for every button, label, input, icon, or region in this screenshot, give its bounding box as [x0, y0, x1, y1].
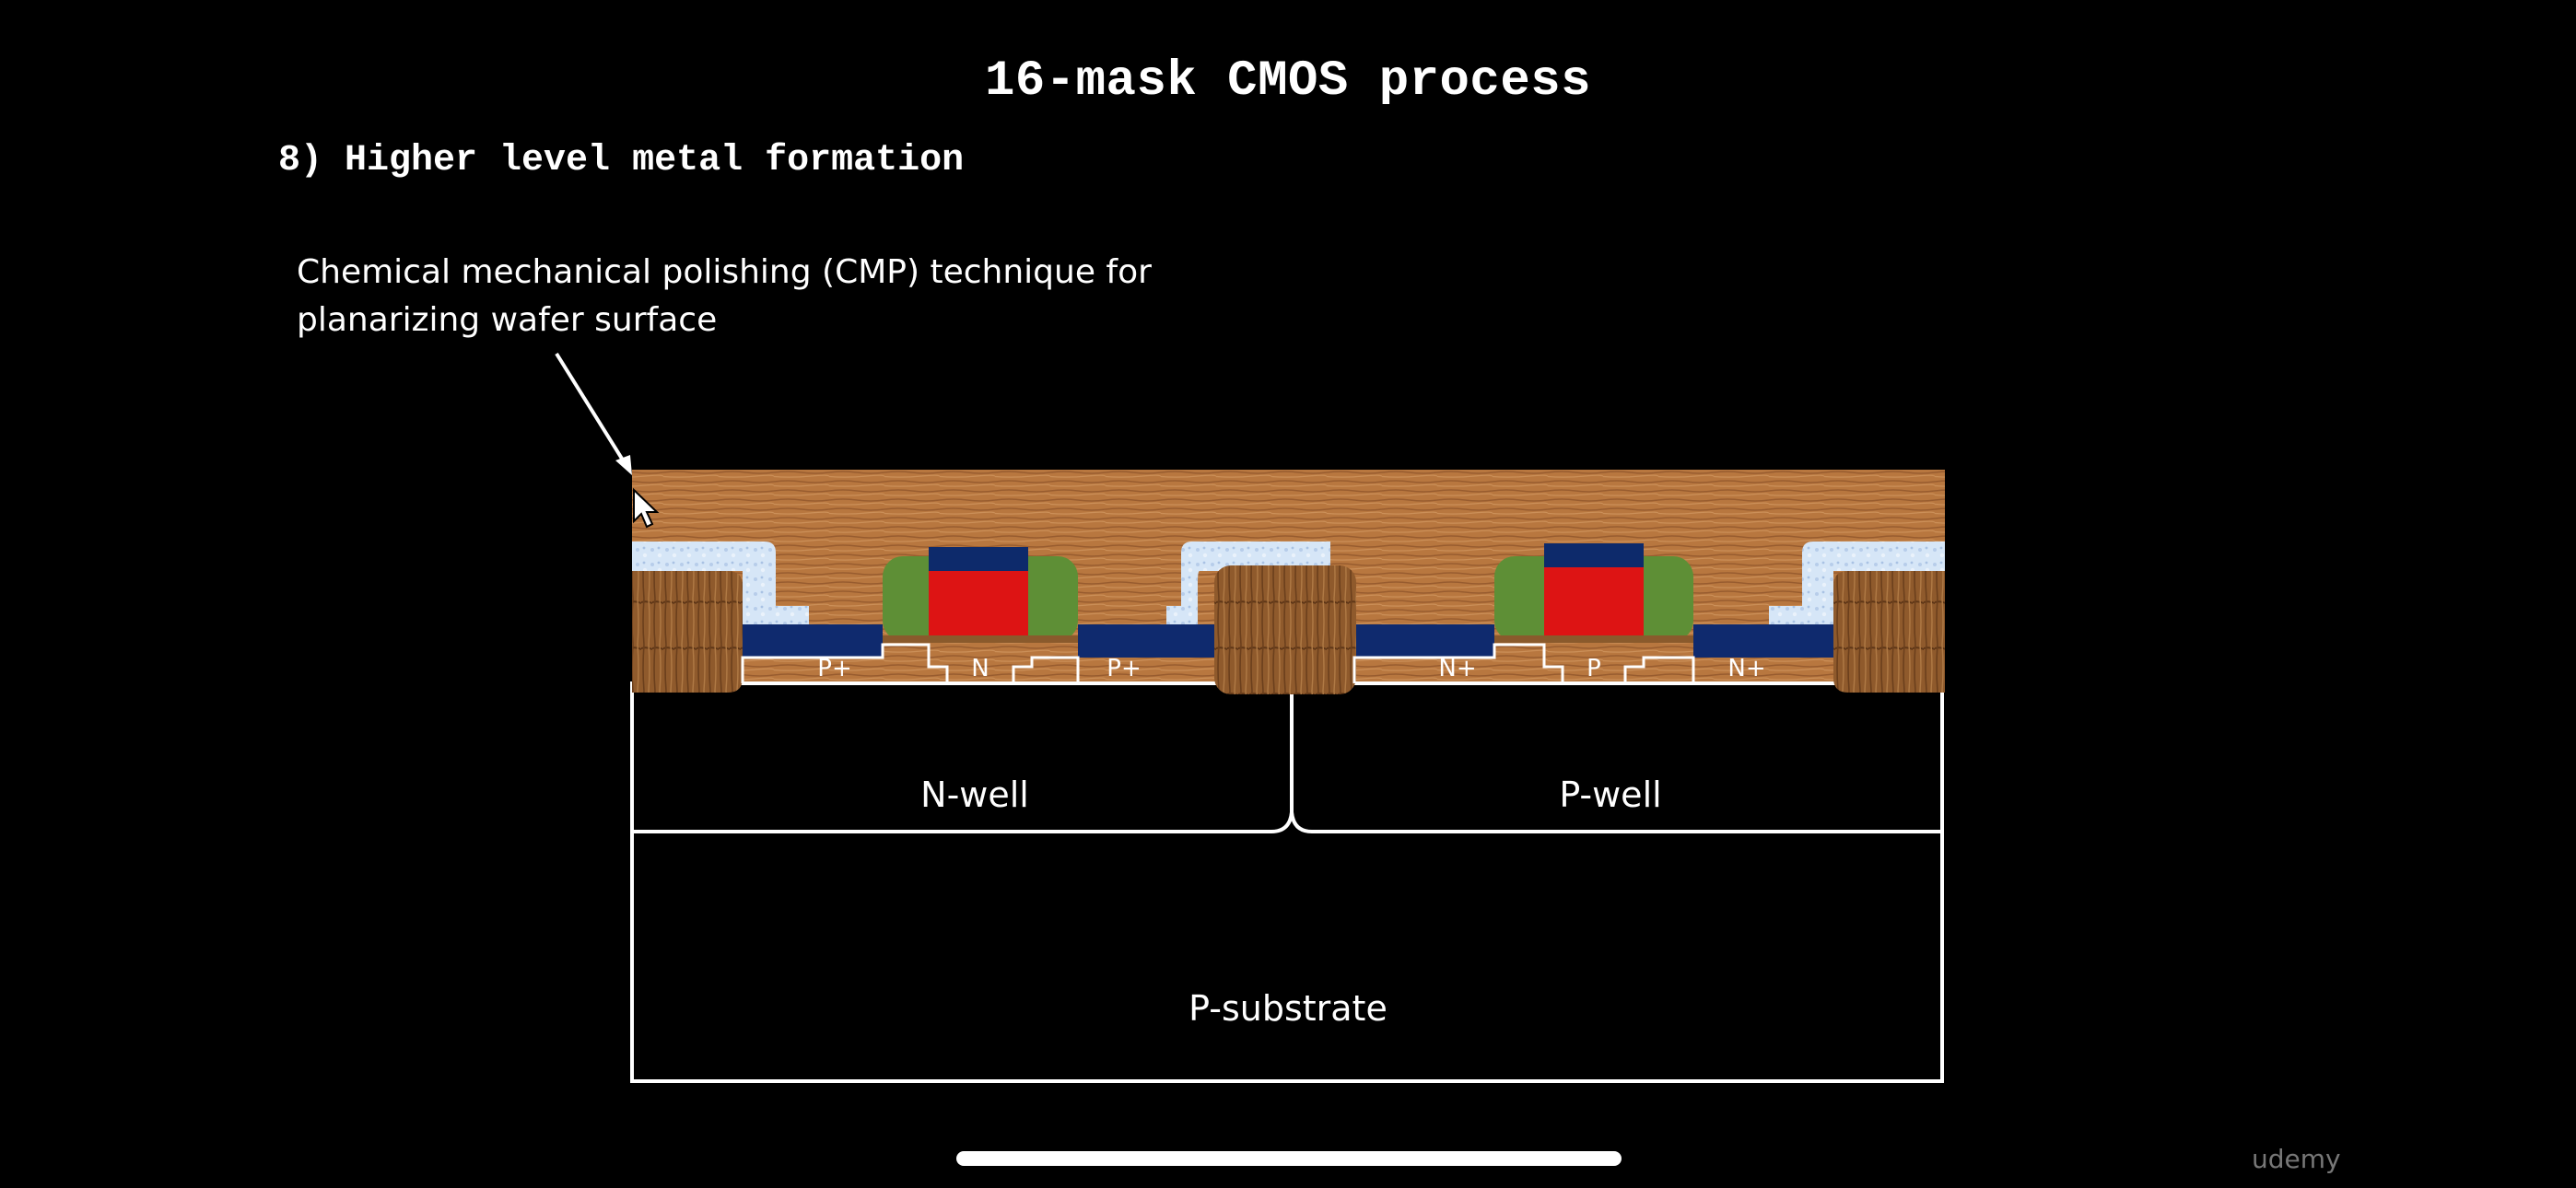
- metal-contact-right: [1769, 542, 1945, 624]
- annotation-line-1: Chemical mechanical polishing (CMP) tech…: [297, 253, 1152, 291]
- pmos-source-junction: [741, 643, 949, 683]
- junction-outlines: [741, 643, 1695, 683]
- annotation-line-2: planarizing wafer surface: [297, 301, 718, 339]
- mouse-cursor-icon: [633, 487, 660, 529]
- step-title: 8) Higher level metal formation: [278, 140, 965, 181]
- nmos-drain-contact: [1693, 624, 1835, 658]
- pmos-gate-oxide: [883, 635, 1078, 643]
- nmos-gate-oxide: [1494, 635, 1693, 643]
- p-well-label: P-well: [1559, 775, 1661, 815]
- cmp-annotation: Chemical mechanical polishing (CMP) tech…: [297, 249, 1218, 344]
- field-oxide-left: [632, 571, 743, 693]
- pmos-drain-junction: [1012, 656, 1080, 683]
- pmos-source-contact: [743, 624, 883, 658]
- first-metal-layer: [632, 542, 1945, 624]
- metal-contact-left: [632, 542, 809, 624]
- nmos-source-junction: [1352, 643, 1564, 683]
- home-indicator-bar[interactable]: [956, 1151, 1622, 1166]
- udemy-watermark: udemy: [2252, 1144, 2341, 1174]
- pmos-channel-label: N: [971, 655, 989, 682]
- diffusion-contacts: [743, 624, 1835, 658]
- field-oxide-right: [1833, 571, 1945, 693]
- field-oxide: [632, 565, 1945, 694]
- nmos-channel-label: P: [1587, 655, 1601, 682]
- nmos-gate-cap: [1544, 543, 1644, 571]
- slide-title: 16-mask CMOS process: [984, 53, 1592, 110]
- pmos-source-label: P+: [817, 655, 851, 682]
- pmos-drain-label: P+: [1107, 655, 1141, 682]
- nmos-source-contact: [1354, 624, 1494, 658]
- nmos-gate-stack: [1494, 543, 1693, 643]
- nmos-drain-label: N+: [1727, 655, 1765, 682]
- nmos-source-label: N+: [1438, 655, 1476, 682]
- p-well-boundary: [1290, 811, 1942, 833]
- nmos-gate-poly: [1544, 567, 1644, 635]
- pmos-gate-poly: [929, 571, 1028, 635]
- nmos-drain-junction: [1623, 656, 1695, 683]
- pmos-drain-contact: [1078, 624, 1220, 658]
- substrate-label: P-substrate: [1188, 988, 1388, 1029]
- field-oxide-center: [1214, 565, 1356, 694]
- pmos-gate-stack: [883, 547, 1078, 643]
- annotation-arrow: [555, 352, 632, 475]
- n-well-label: N-well: [920, 775, 1029, 815]
- pmos-gate-cap: [929, 547, 1028, 575]
- metal-contact-mid: [1166, 542, 1330, 624]
